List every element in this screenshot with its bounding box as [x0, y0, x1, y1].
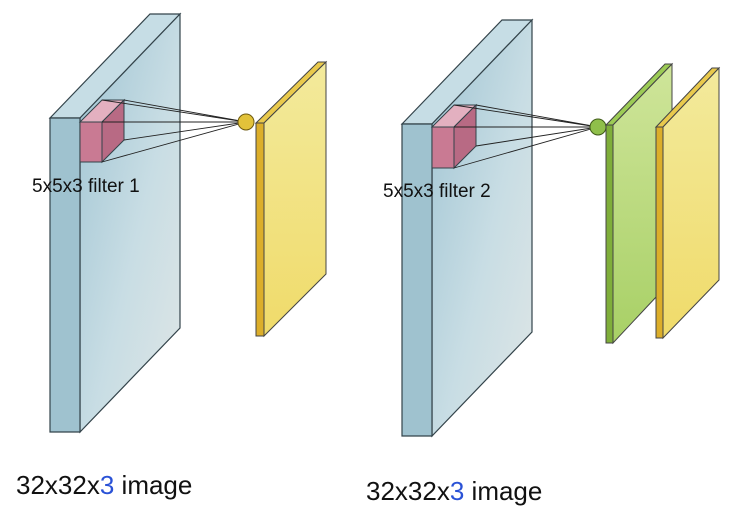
- filter-front-face: [79, 121, 103, 163]
- activation-map-yellow: [654, 66, 721, 340]
- input-volume-right: [400, 18, 534, 438]
- caption-suffix: image: [464, 476, 543, 506]
- caption-depth: 3: [449, 476, 465, 506]
- filter-cube-left: [78, 98, 126, 164]
- caption-prefix: 32x32x: [366, 476, 450, 506]
- activation-front-face: [255, 122, 265, 337]
- output-neuron-left: [237, 113, 255, 131]
- volume-front-face: [49, 117, 81, 433]
- output-neuron-right: [589, 118, 607, 136]
- activation-side-face: [263, 60, 327, 338]
- filter-projection-lines-left: [101, 99, 247, 163]
- activation-map-left: [254, 60, 328, 338]
- filter-label-2: 5x5x3 filter 2: [383, 181, 491, 202]
- image-caption-right: 32x32x3 image: [366, 476, 542, 507]
- caption-depth: 3: [99, 470, 115, 500]
- volume-front-face: [401, 123, 433, 437]
- filter-front-face: [431, 126, 455, 169]
- caption-suffix: image: [114, 470, 193, 500]
- activation-front-face: [605, 124, 614, 344]
- caption-prefix: 32x32x: [16, 470, 100, 500]
- input-volume-left: [48, 12, 182, 434]
- filter-projection-lines-right: [453, 104, 599, 169]
- image-caption-left: 32x32x3 image: [16, 470, 192, 501]
- activation-front-face: [655, 126, 664, 339]
- filter-label-1: 5x5x3 filter 1: [32, 176, 140, 197]
